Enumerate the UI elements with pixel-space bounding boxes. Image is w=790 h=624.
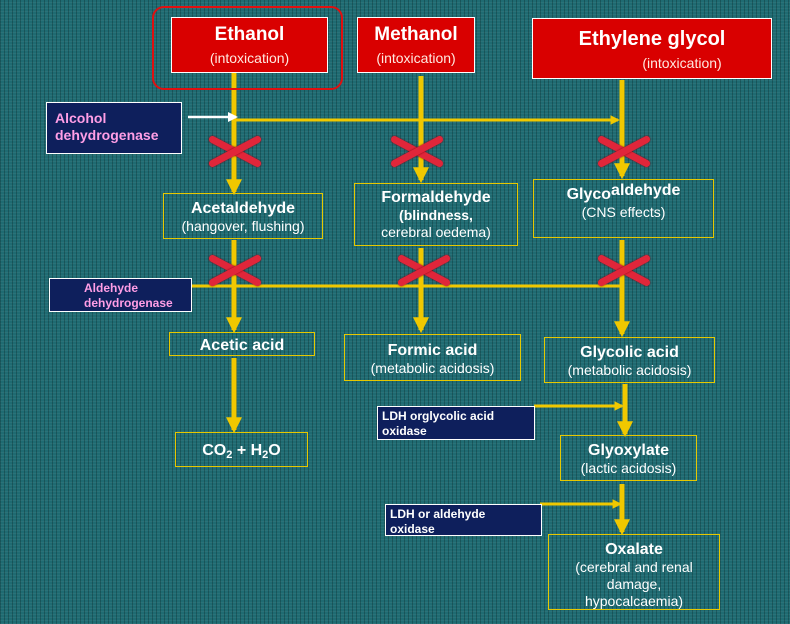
- alcohol-dehydrogenase-label: Alcohol dehydrogenase: [46, 102, 182, 154]
- aldh-line2: dehydrogenase: [84, 296, 173, 310]
- ethanol-title: Ethanol: [214, 24, 285, 45]
- ethylene-glycol-subtitle: (intoxication): [642, 55, 722, 71]
- ethanol-highlight-outline: [152, 6, 343, 90]
- adh-line2: dehydrogenase: [55, 127, 159, 143]
- formaldehyde-subtitle: cerebral oedema): [381, 224, 491, 240]
- formic-acid-title: Formic acid: [387, 342, 478, 359]
- inhibition-cross-aldh-ethanol: [208, 255, 262, 285]
- ldh-glycolic-line2: oxidase: [382, 424, 427, 438]
- glycoaldehyde-box: Glycoaldehyde (CNS effects): [533, 179, 714, 238]
- ldh-aldehyde-oxidase-label: LDH or aldehyde oxidase: [385, 504, 542, 536]
- inhibition-cross-adh-ethylene-glycol: [597, 136, 651, 166]
- o-text: O: [268, 442, 281, 459]
- glycolic-acid-box: Glycolic acid (metabolic acidosis): [544, 337, 715, 383]
- glycoaldehyde-subtitle: (CNS effects): [581, 204, 666, 220]
- ethanol-subtitle: (intoxication): [209, 50, 290, 66]
- inhibition-cross-adh-ethanol: [208, 136, 262, 166]
- oxalate-title: Oxalate: [605, 541, 663, 558]
- oxalate-subtitle-2: damage,: [606, 576, 662, 592]
- ethylene-glycol-title: Ethylene glycol: [578, 28, 726, 50]
- co2-h2o-box: CO2 + H2O: [175, 432, 308, 467]
- adh-line1: Alcohol: [55, 110, 107, 126]
- ldh-glycolic-line1: LDH orglycolic acid: [382, 409, 495, 423]
- oxalate-subtitle-3: hypocalcaemia): [584, 593, 684, 609]
- glycolic-acid-title: Glycolic acid: [580, 344, 679, 361]
- formic-acid-box: Formic acid (metabolic acidosis): [344, 334, 521, 381]
- glycolic-acid-subtitle: (metabolic acidosis): [567, 362, 692, 378]
- acetaldehyde-box: Acetaldehyde (hangover, flushing): [163, 193, 323, 239]
- h2-subscript: 2: [262, 449, 269, 461]
- acetaldehyde-subtitle: (hangover, flushing): [181, 218, 305, 234]
- oxalate-subtitle-1: (cerebral and renal: [575, 559, 693, 575]
- plus-h-text: + H: [232, 442, 263, 459]
- aldehyde-dehydrogenase-label: Aldehyde dehydrogenase: [49, 278, 192, 312]
- glycoaldehyde-title-part-a: Glyco: [566, 186, 612, 203]
- glycoaldehyde-title-part-b: aldehyde: [611, 182, 681, 199]
- ldh-aldehyde-line2: oxidase: [390, 522, 435, 536]
- co2-text: CO: [202, 442, 227, 459]
- acetic-acid-title: Acetic acid: [199, 337, 285, 354]
- inhibition-cross-aldh-methanol: [397, 255, 451, 285]
- glyoxylate-title: Glyoxylate: [588, 442, 669, 459]
- ldh-aldehyde-line1: LDH or aldehyde: [390, 507, 486, 521]
- co2-h2o-formula: CO2 + H2O: [176, 441, 307, 462]
- oxalate-box: Oxalate (cerebral and renal damage, hypo…: [548, 534, 720, 610]
- methanol-subtitle: (intoxication): [376, 50, 456, 66]
- formaldehyde-title: Formaldehyde: [381, 189, 491, 206]
- ldh-glycolic-oxidase-label: LDH orglycolic acid oxidase: [377, 406, 535, 440]
- glyoxylate-box: Glyoxylate (lactic acidosis): [560, 435, 697, 481]
- methanol-box: Methanol (intoxication): [357, 17, 475, 73]
- inhibition-cross-adh-methanol: [390, 136, 444, 166]
- glycoaldehyde-title: Glycoaldehyde: [534, 182, 713, 204]
- ethylene-glycol-box: Ethylene glycol (intoxication): [532, 18, 772, 79]
- acetic-acid-box: Acetic acid: [169, 332, 315, 356]
- formaldehyde-box: Formaldehyde (blindness, cerebral oedema…: [354, 183, 518, 246]
- formaldehyde-subtitle-bold: (blindness,: [399, 207, 473, 223]
- formic-acid-subtitle: (metabolic acidosis): [370, 360, 495, 376]
- acetaldehyde-title: Acetaldehyde: [190, 200, 296, 217]
- aldh-line1: Aldehyde: [84, 281, 139, 295]
- inhibition-cross-aldh-ethylene-glycol: [597, 255, 651, 285]
- glyoxylate-subtitle: (lactic acidosis): [580, 460, 677, 476]
- ethanol-box: Ethanol (intoxication): [171, 17, 328, 73]
- co2-subscript: 2: [226, 449, 233, 461]
- methanol-title: Methanol: [374, 24, 458, 45]
